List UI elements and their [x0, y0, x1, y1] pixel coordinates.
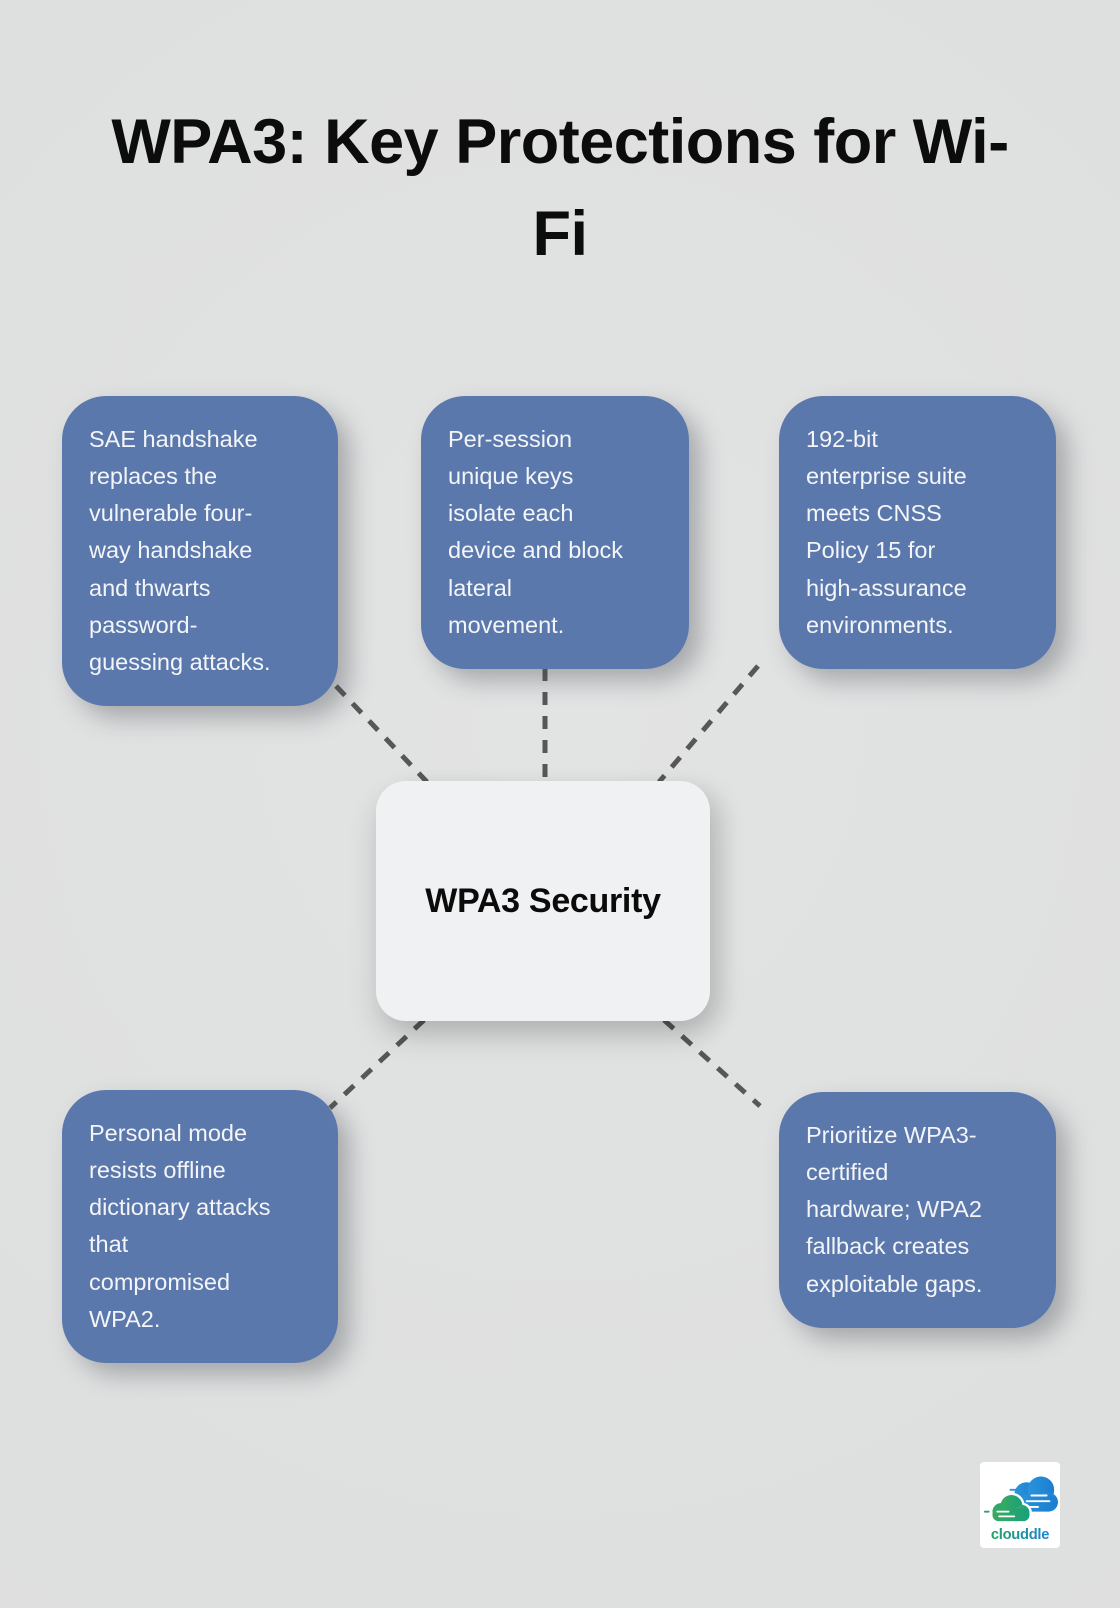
- node-per-session-keys: Per-session unique keys isolate each dev…: [421, 396, 689, 669]
- node-sae-handshake: SAE handshake replaces the vulnerable fo…: [62, 396, 338, 706]
- logo-wordmark: clouddle: [991, 1527, 1049, 1543]
- infographic-title: WPA3: Key Protections for Wi- Fi: [0, 96, 1120, 280]
- connector-center-to-personal: [328, 1018, 426, 1110]
- title-line-1: WPA3: Key Protections for Wi-: [111, 107, 1009, 177]
- center-node-wpa3-security: WPA3 Security: [376, 781, 710, 1021]
- node-personal-mode: Personal mode resists offline dictionary…: [62, 1090, 338, 1363]
- connector-sae-to-center: [334, 684, 429, 784]
- node-192bit-enterprise: 192-bit enterprise suite meets CNSS Poli…: [779, 396, 1056, 669]
- connector-enterprise-to-center: [657, 664, 760, 784]
- title-line-2: Fi: [532, 199, 589, 269]
- green-cloud: [983, 1492, 1032, 1524]
- cloud-icon: clouddle: [983, 1476, 1058, 1543]
- connector-center-to-hardware: [662, 1018, 762, 1108]
- clouddle-logo: clouddle: [980, 1462, 1060, 1548]
- node-wpa3-hardware: Prioritize WPA3- certified hardware; WPA…: [779, 1092, 1056, 1328]
- center-node-label: WPA3 Security: [425, 881, 661, 920]
